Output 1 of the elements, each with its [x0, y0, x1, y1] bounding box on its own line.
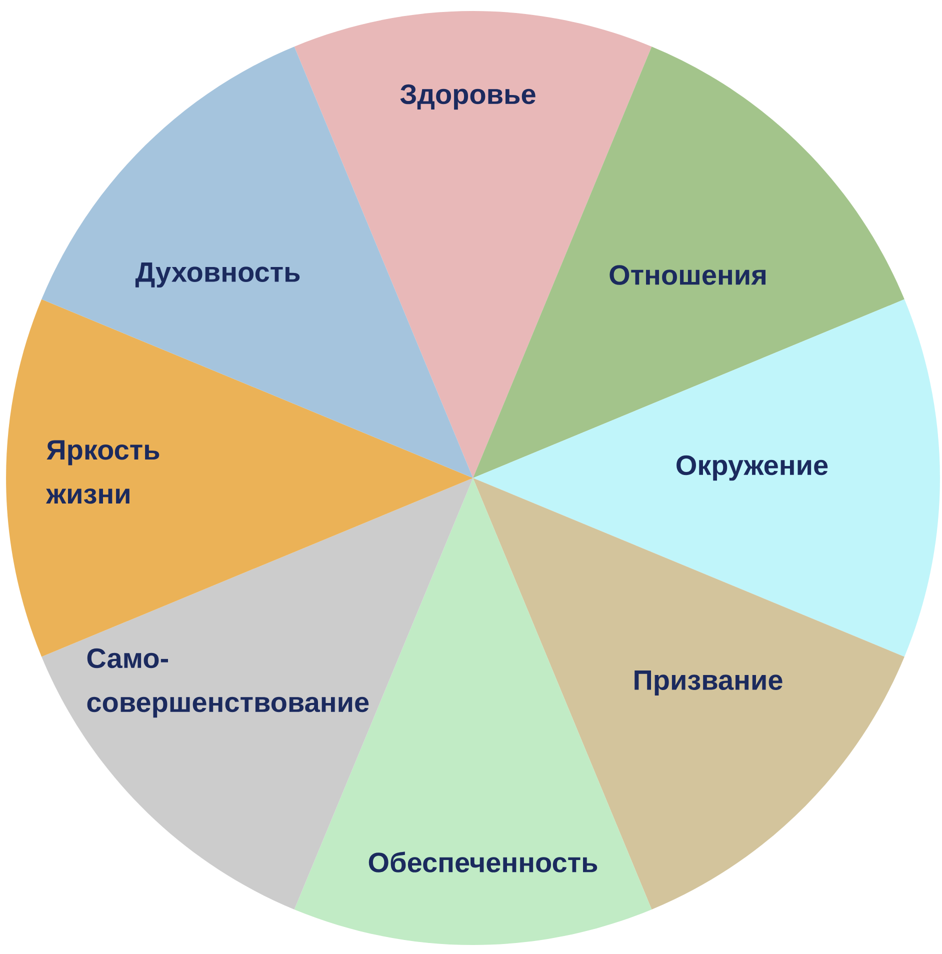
sector: Окружение — [473, 299, 940, 657]
